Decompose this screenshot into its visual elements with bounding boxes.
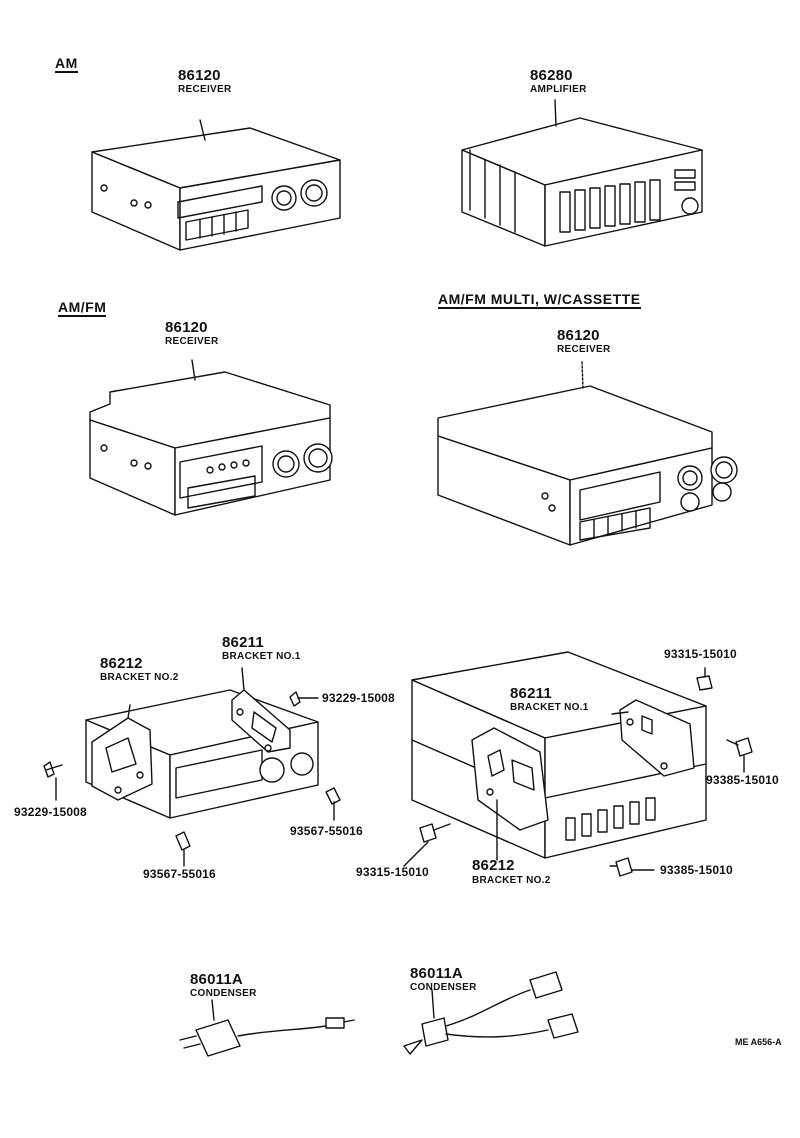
am-receiver-part-number: 86120: [178, 67, 221, 84]
bracket2-left-part-name: BRACKET NO.2: [100, 672, 179, 683]
bracket2-right-part-number: 86212: [472, 857, 515, 874]
amplifier-part-name: AMPLIFIER: [530, 84, 587, 95]
right-bracket-assembly-drawing: [403, 651, 753, 877]
multi-receiver-part-number: 86120: [557, 327, 600, 344]
bracket1-left-part-name: BRACKET NO.1: [222, 651, 301, 662]
amplifier-drawing: [461, 99, 703, 247]
section-heading-am: AM: [55, 55, 78, 73]
fastener-left-lower-screw-b: 93567-55016: [143, 867, 216, 881]
left-bracket-assembly-drawing: [43, 667, 341, 867]
fastener-right-top-bolt: 93315-15010: [664, 647, 737, 661]
condenser-right-part-name: CONDENSER: [410, 982, 477, 993]
multi-receiver-part-name: RECEIVER: [557, 344, 611, 355]
fastener-left-top-screw: 93229-15008: [322, 691, 395, 705]
amfm-receiver-part-number: 86120: [165, 319, 208, 336]
fastener-left-lower-screw-a: 93567-55016: [290, 824, 363, 838]
fastener-right-side-screw: 93385-15010: [706, 773, 779, 787]
bracket1-right-part-name: BRACKET NO.1: [510, 702, 589, 713]
condenser-left-part-name: CONDENSER: [190, 988, 257, 999]
left-condenser-drawing: [179, 999, 355, 1057]
figure-code: ME A656-A: [735, 1037, 782, 1047]
fastener-left-side-screw: 93229-15008: [14, 805, 87, 819]
condenser-left-part-number: 86011A: [190, 971, 243, 988]
amplifier-part-number: 86280: [530, 67, 573, 84]
bracket2-left-part-number: 86212: [100, 655, 143, 672]
amfm-receiver-part-name: RECEIVER: [165, 336, 219, 347]
condenser-right-part-number: 86011A: [410, 965, 463, 982]
bracket1-left-part-number: 86211: [222, 634, 264, 651]
am-receiver-part-name: RECEIVER: [178, 84, 232, 95]
amfm-receiver-drawing: [89, 359, 333, 516]
section-heading-am-fm: AM/FM: [58, 299, 107, 317]
bracket1-right-part-number: 86211: [510, 685, 552, 702]
bracket2-right-part-name: BRACKET NO.2: [472, 875, 551, 886]
fastener-right-lower-bolt: 93315-15010: [356, 865, 429, 879]
am-receiver-drawing: [91, 119, 341, 251]
right-condenser-drawing: [403, 971, 579, 1055]
multi-receiver-drawing: [437, 361, 738, 546]
section-heading-am-fm-multi: AM/FM MULTI, W/CASSETTE: [438, 291, 641, 309]
fastener-right-lower-screw: 93385-15010: [660, 863, 733, 877]
